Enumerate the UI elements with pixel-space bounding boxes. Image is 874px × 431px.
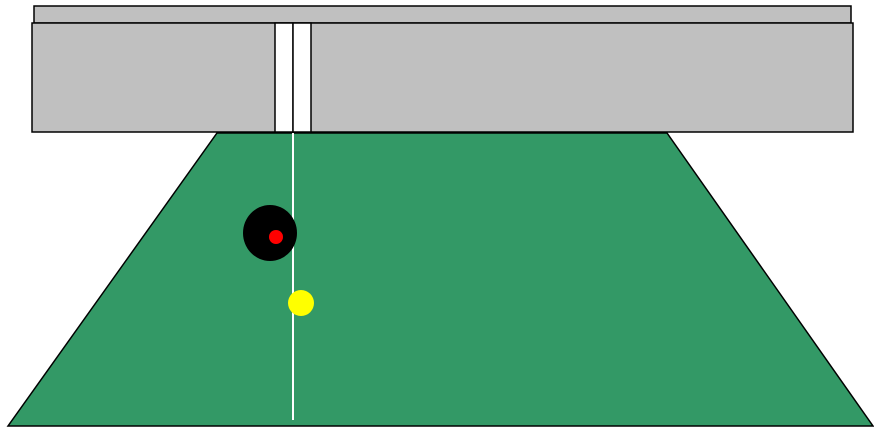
bowl-marker	[269, 230, 283, 244]
ditch-front-face	[32, 23, 853, 132]
bank-target-stripe	[275, 23, 311, 132]
stripe-left	[275, 23, 293, 132]
jack[interactable]	[288, 290, 314, 316]
ditch-top-edge	[34, 6, 851, 23]
ditch-bank	[32, 6, 853, 132]
bowl-body[interactable]	[243, 205, 297, 261]
stripe-right	[293, 23, 311, 132]
green-rink	[8, 133, 873, 426]
bowl[interactable]	[243, 205, 297, 261]
